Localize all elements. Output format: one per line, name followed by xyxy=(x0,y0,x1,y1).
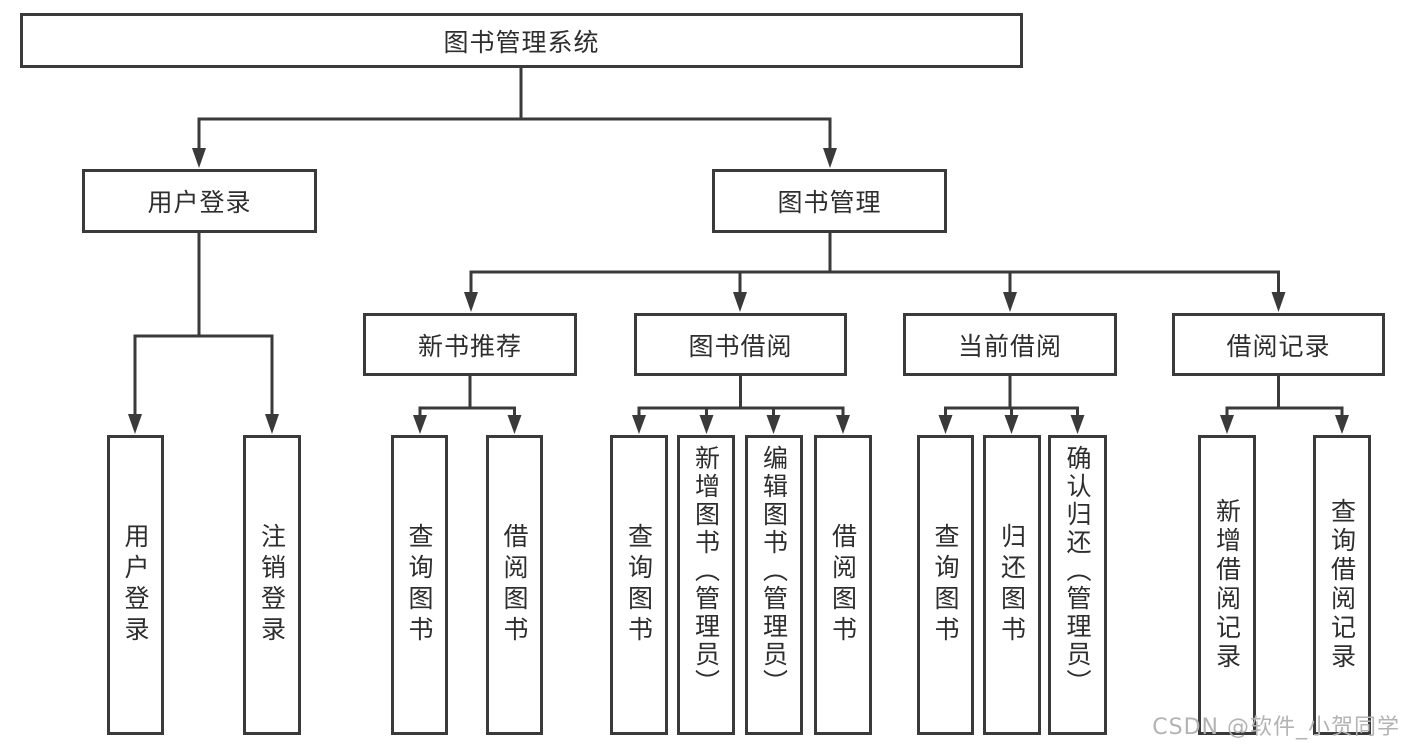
leaf-add-books-admin: 新增图书（管理员） xyxy=(677,435,735,735)
leaf-query-books-recommend: 查询图书 xyxy=(391,435,448,735)
leaf-return-books: 归还图书 xyxy=(983,435,1041,735)
node-root: 图书管理系统 xyxy=(20,13,1023,68)
node-borrowing-records: 借阅记录 xyxy=(1172,313,1385,376)
leaf-user-login-label: 用户登录 xyxy=(121,523,150,647)
leaf-query-books-current-label: 查询图书 xyxy=(931,523,960,647)
leaf-query-books-borrowing: 查询图书 xyxy=(610,435,668,735)
leaf-user-login: 用户登录 xyxy=(107,435,164,735)
node-book-borrowing: 图书借阅 xyxy=(634,313,847,376)
leaf-query-books-recommend-label: 查询图书 xyxy=(405,523,434,647)
leaf-borrow-books-recommend: 借阅图书 xyxy=(486,435,543,735)
node-book-borrowing-label: 图书借阅 xyxy=(688,331,793,361)
leaf-logout: 注销登录 xyxy=(243,435,301,735)
node-user-login: 用户登录 xyxy=(82,169,317,233)
connector-new-book-recommend xyxy=(418,376,516,423)
csdn-watermark: CSDN @软件_小贺同学 xyxy=(1152,715,1400,740)
arrowheads xyxy=(128,148,1349,434)
leaf-borrow-books-borrowing: 借阅图书 xyxy=(814,435,872,735)
node-new-book-recommend: 新书推荐 xyxy=(363,313,577,376)
connector-user-login xyxy=(133,233,274,423)
node-borrowing-records-label: 借阅记录 xyxy=(1226,331,1331,361)
leaf-add-borrow-record-label: 新增借阅记录 xyxy=(1212,498,1242,672)
connector-book-borrowing xyxy=(637,376,845,423)
leaf-query-books-borrowing-label: 查询图书 xyxy=(624,523,654,647)
leaf-add-books-admin-label: 新增图书（管理员） xyxy=(691,445,721,697)
node-book-management-label: 图书管理 xyxy=(777,188,882,217)
node-current-borrowing-label: 当前借阅 xyxy=(957,331,1062,361)
node-current-borrowing: 当前借阅 xyxy=(903,313,1117,376)
leaf-return-books-label: 归还图书 xyxy=(997,523,1027,647)
leaf-borrow-books-borrowing-label: 借阅图书 xyxy=(828,523,858,647)
leaf-edit-books-admin: 编辑图书（管理员） xyxy=(745,435,803,735)
leaf-logout-label: 注销登录 xyxy=(257,523,287,647)
leaf-query-borrow-record-label: 查询借阅记录 xyxy=(1327,498,1357,672)
leaf-edit-books-admin-label: 编辑图书（管理员） xyxy=(759,445,789,697)
leaf-confirm-return-admin-label: 确认归还（管理员） xyxy=(1063,445,1092,697)
connector-root xyxy=(197,68,832,157)
node-user-login-label: 用户登录 xyxy=(147,188,252,217)
leaf-borrow-books-recommend-label: 借阅图书 xyxy=(500,523,529,647)
node-new-book-recommend-label: 新书推荐 xyxy=(417,331,522,361)
leaf-confirm-return-admin: 确认归还（管理员） xyxy=(1048,435,1107,735)
leaf-query-borrow-record: 查询借阅记录 xyxy=(1313,435,1371,735)
leaf-query-books-current: 查询图书 xyxy=(917,435,974,735)
connector-book-management xyxy=(469,233,1280,301)
node-root-label: 图书管理系统 xyxy=(443,27,600,57)
leaf-add-borrow-record: 新增借阅记录 xyxy=(1198,435,1256,735)
connector-borrowing-records xyxy=(1225,376,1344,423)
node-book-management: 图书管理 xyxy=(712,169,947,233)
